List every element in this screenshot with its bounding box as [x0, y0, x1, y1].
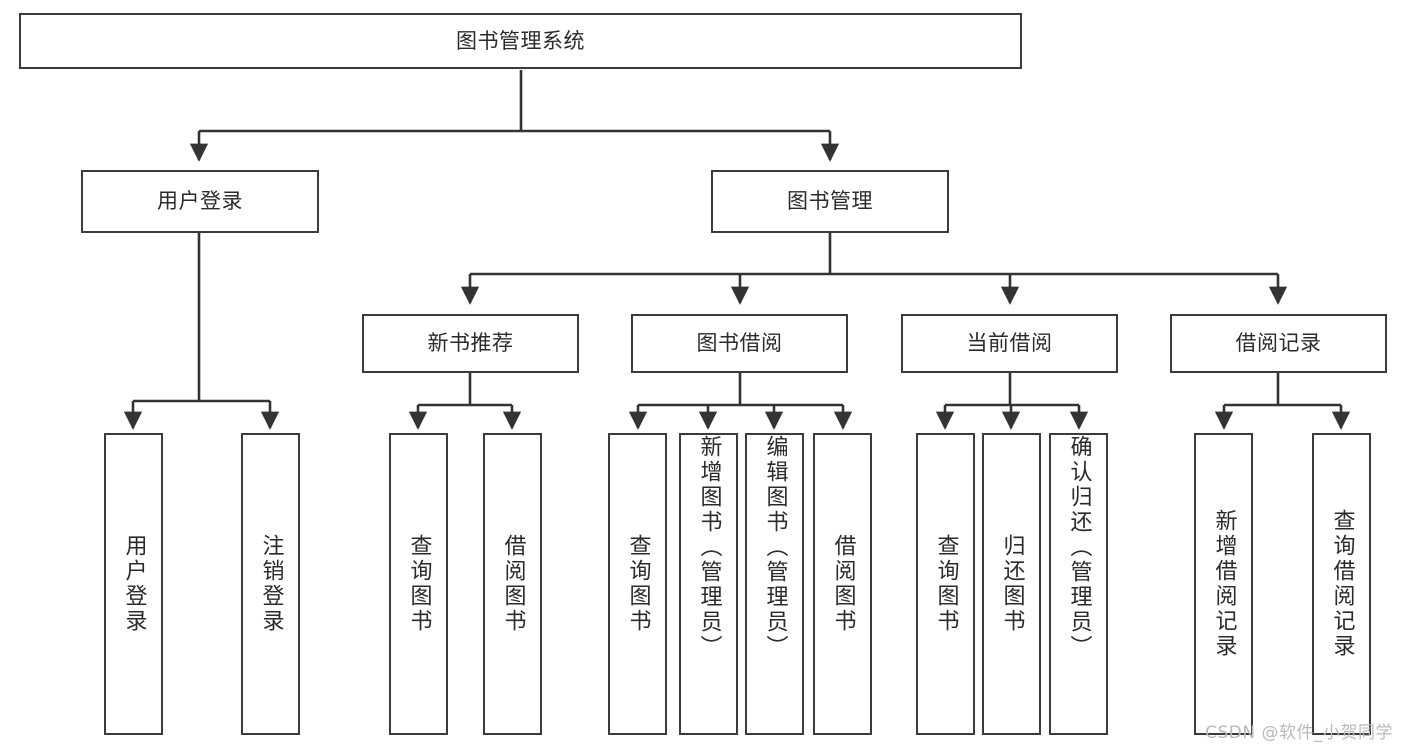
node-label: 注销登录 [258, 534, 284, 634]
node-user-login[interactable]: 用户登录 [81, 170, 319, 233]
node-new-book-recommend[interactable]: 新书推荐 [362, 314, 579, 373]
node-label: 借阅记录 [1235, 331, 1322, 356]
node-label: 查询图书 [625, 534, 651, 634]
leaf-book-borrow-query-book[interactable]: 查询图书 [608, 433, 667, 735]
node-label: 确认归还（管理员） [1066, 435, 1092, 660]
node-label: 查询图书 [933, 534, 959, 634]
watermark: CSDN @软件_小贺同学 [1205, 723, 1393, 743]
leaf-user-login-logout[interactable]: 注销登录 [241, 433, 300, 735]
node-label: 用户登录 [121, 534, 147, 634]
leaf-book-borrow-add-book-admin[interactable]: 新增图书（管理员） [679, 433, 738, 735]
node-label: 借阅图书 [500, 534, 526, 634]
node-borrow-record[interactable]: 借阅记录 [1170, 314, 1387, 373]
node-label: 查询借阅记录 [1329, 509, 1355, 659]
leaf-book-borrow-edit-book-admin[interactable]: 编辑图书（管理员） [745, 433, 804, 735]
node-label: 编辑图书（管理员） [762, 435, 788, 660]
leaf-new-book-query-book[interactable]: 查询图书 [389, 433, 448, 735]
node-label: 新增图书（管理员） [696, 435, 722, 660]
node-root-book-management-system[interactable]: 图书管理系统 [19, 13, 1022, 69]
node-label: 查询图书 [406, 534, 432, 634]
leaf-new-book-borrow-book[interactable]: 借阅图书 [483, 433, 542, 735]
leaf-current-borrow-return-book[interactable]: 归还图书 [982, 433, 1041, 735]
node-current-borrow[interactable]: 当前借阅 [901, 314, 1118, 373]
leaf-book-borrow-borrow-book[interactable]: 借阅图书 [813, 433, 872, 735]
node-label: 用户登录 [157, 189, 243, 214]
leaf-user-login-login[interactable]: 用户登录 [104, 433, 163, 735]
leaf-borrow-record-query-record[interactable]: 查询借阅记录 [1312, 433, 1371, 735]
node-book-borrow[interactable]: 图书借阅 [631, 314, 848, 373]
node-label: 图书管理系统 [456, 28, 585, 53]
node-label: 图书管理 [787, 189, 873, 214]
leaf-current-borrow-query-book[interactable]: 查询图书 [916, 433, 975, 735]
node-label: 当前借阅 [966, 331, 1053, 356]
node-label: 借阅图书 [830, 534, 856, 634]
node-label: 新增借阅记录 [1211, 509, 1237, 659]
leaf-borrow-record-add-record[interactable]: 新增借阅记录 [1194, 433, 1253, 735]
node-label: 新书推荐 [427, 331, 514, 356]
node-book-management[interactable]: 图书管理 [711, 170, 949, 233]
node-label: 图书借阅 [696, 331, 783, 356]
node-label: 归还图书 [999, 534, 1025, 634]
leaf-current-borrow-confirm-return-admin[interactable]: 确认归还（管理员） [1049, 433, 1108, 735]
